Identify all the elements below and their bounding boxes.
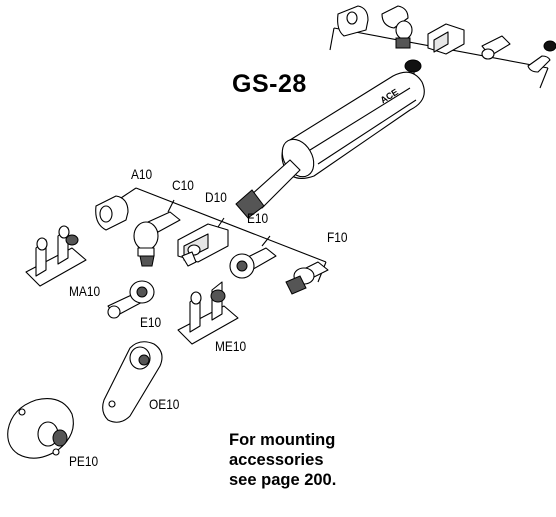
label-oe10: OE10 — [149, 396, 180, 412]
part-oe10 — [102, 341, 163, 423]
model-title: GS-28 — [232, 70, 307, 98]
label-ma10: MA10 — [69, 283, 101, 299]
part-d10 — [177, 223, 229, 267]
part-c10 — [133, 211, 181, 267]
part-ma10 — [25, 225, 87, 287]
mounting-note: For mounting accessories see page 200. — [229, 430, 336, 490]
part-me10 — [177, 281, 239, 345]
top-rod-eye-2 — [481, 35, 511, 60]
mounting-note-line-3: see page 200. — [229, 471, 337, 489]
label-e10-top: E10 — [247, 210, 269, 226]
label-f10: F10 — [327, 229, 348, 245]
top-ball-socket — [381, 5, 413, 49]
part-e10-top — [229, 247, 277, 279]
mounting-note-line-1: For mounting — [229, 431, 336, 449]
part-e10-bottom — [107, 280, 155, 319]
part-pe10 — [7, 398, 74, 459]
label-e10-bottom: E10 — [140, 314, 162, 330]
label-c10: C10 — [172, 177, 194, 193]
top-swivel — [527, 40, 556, 73]
part-f10 — [285, 261, 329, 295]
top-clevis — [427, 23, 465, 55]
label-d10: D10 — [205, 189, 227, 205]
label-pe10: PE10 — [69, 453, 99, 469]
piston-rod — [235, 159, 301, 219]
top-rod-eye — [337, 5, 369, 37]
mounting-note-line-2: accessories — [229, 451, 324, 469]
label-a10: A10 — [131, 166, 153, 182]
label-me10: ME10 — [215, 338, 247, 354]
part-a10 — [95, 195, 129, 231]
